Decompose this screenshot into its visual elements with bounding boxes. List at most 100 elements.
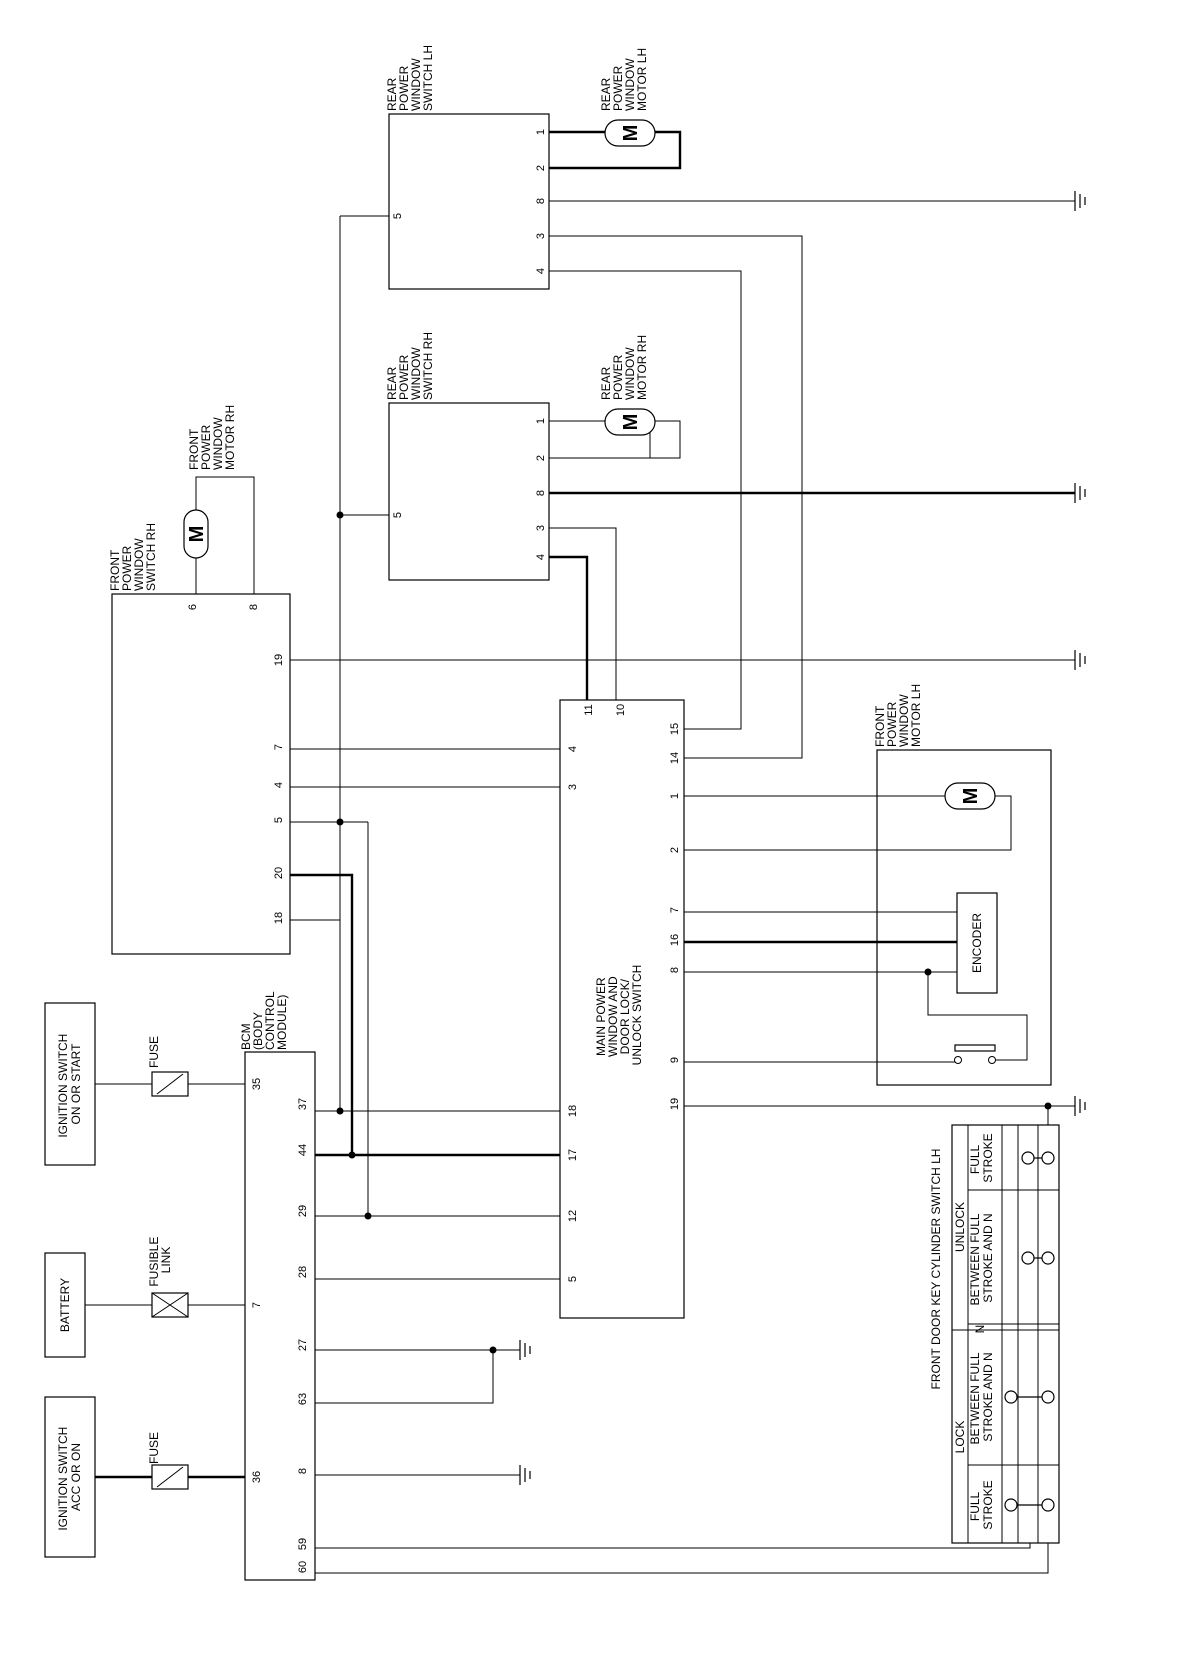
bcm-pin-35: 35 xyxy=(251,1078,263,1090)
ms-pin-2: 2 xyxy=(669,847,681,853)
unlock-full-stroke-label: FULL STROKE xyxy=(968,1133,995,1182)
rear-switch-rh-label: REAR POWER WINDOW SWITCH RH xyxy=(385,332,435,400)
rear-power-window-switch-lh: REAR POWER WINDOW SWITCH LH 5 1 2 8 3 4 xyxy=(385,45,550,290)
battery-box: BATTERY xyxy=(44,1252,86,1358)
key-cylinder-switch-table: FRONT DOOR KEY CYLINDER SWITCH LH LOCK U… xyxy=(929,1124,1060,1544)
ground-icon xyxy=(1074,650,1086,670)
fuse-acc-on-label: FUSE xyxy=(147,1432,161,1464)
bcm-pin-60: 60 xyxy=(297,1561,309,1573)
front-motor-lh-label: FRONT POWER WINDOW MOTOR LH xyxy=(873,684,923,747)
frs-pin-19: 19 xyxy=(273,654,285,666)
frs-pin-18: 18 xyxy=(273,912,285,924)
main-switch-label: MAIN POWER WINDOW AND DOOR LOCK/ UNLOCK … xyxy=(594,965,644,1066)
rlh-pin-5: 5 xyxy=(392,213,404,219)
bcm-pin-8: 8 xyxy=(297,1468,309,1474)
motor-lh-front-symbol: M xyxy=(960,788,982,805)
bcm-pin-29: 29 xyxy=(297,1205,309,1217)
motor-rh-front-symbol: M xyxy=(186,526,208,543)
fuse-on-start-label: FUSE xyxy=(147,1036,161,1068)
key-n-header: N xyxy=(973,1325,987,1334)
ms-pin-16: 16 xyxy=(669,934,681,946)
key-lock-header: LOCK xyxy=(953,1421,967,1454)
rrh-pin-2: 2 xyxy=(535,455,547,461)
ms-pin-1: 1 xyxy=(669,793,681,799)
front-power-window-switch-rh: FRONT POWER WINDOW SWITCH RH 6 8 19 7 4 … xyxy=(108,523,291,955)
frs-pin-6: 6 xyxy=(187,604,199,610)
fuse-on-start: FUSE xyxy=(95,1036,245,1097)
ignition-acc-on-label: IGNITION SWITCH ACC OR ON xyxy=(56,1423,83,1530)
bcm-pin-44: 44 xyxy=(297,1144,309,1156)
lock-full-stroke-label: FULL STROKE xyxy=(968,1480,995,1529)
fusible-link: FUSIBLE LINK xyxy=(85,1233,245,1318)
ms-pin-3: 3 xyxy=(567,784,579,790)
ground-symbols xyxy=(519,191,1086,1485)
unlock-between-label: BETWEEN FULL STROKE AND N xyxy=(968,1211,995,1306)
ignition-switch-on-start-box: IGNITION SWITCH ON OR START xyxy=(44,1002,96,1166)
motor-rh-rear-symbol: M xyxy=(620,414,642,431)
rlh-pin-4: 4 xyxy=(535,268,547,274)
frs-pin-4: 4 xyxy=(273,782,285,788)
battery-label: BATTERY xyxy=(58,1278,72,1332)
ms-pin-11: 11 xyxy=(583,704,595,715)
motor-lh-rear-symbol: M xyxy=(620,125,642,142)
ms-pin-9: 9 xyxy=(669,1057,681,1063)
ms-pin-17: 17 xyxy=(567,1149,579,1161)
ms-pin-7: 7 xyxy=(669,907,681,913)
lock-between-label: BETWEEN FULL STROKE AND N xyxy=(968,1350,995,1445)
ground-icon xyxy=(1074,1096,1086,1116)
ms-pin-4: 4 xyxy=(567,746,579,752)
rear-power-window-motor-rh: M REAR POWER WINDOW MOTOR RH xyxy=(549,335,681,459)
bcm-pin-37: 37 xyxy=(297,1098,309,1110)
ms-pin-14: 14 xyxy=(669,752,681,764)
key-unlock-header: UNLOCK xyxy=(953,1202,967,1252)
fusible-link-label: FUSIBLE LINK xyxy=(147,1233,173,1286)
bcm-module: BCM (BODY CONTROL MODULE) 35 7 36 37 44 … xyxy=(239,988,316,1581)
rlh-pin-3: 3 xyxy=(535,233,547,239)
ground-icon xyxy=(519,1465,531,1485)
ms-pin-12: 12 xyxy=(567,1210,579,1222)
rear-power-window-switch-rh: REAR POWER WINDOW SWITCH RH 5 1 2 8 3 4 xyxy=(385,332,550,581)
front-switch-rh-label: FRONT POWER WINDOW SWITCH RH xyxy=(108,523,158,591)
main-power-window-switch: MAIN POWER WINDOW AND DOOR LOCK/ UNLOCK … xyxy=(559,699,685,1319)
ground-icon xyxy=(519,1340,531,1360)
encoder-label: ENCODER xyxy=(970,913,984,973)
rear-motor-rh-label: REAR POWER WINDOW MOTOR RH xyxy=(599,335,649,400)
frs-pin-20: 20 xyxy=(273,867,285,879)
bcm-label: BCM (BODY CONTROL MODULE) xyxy=(239,988,289,1050)
bcm-pin-59: 59 xyxy=(297,1538,309,1550)
bcm-pin-63: 63 xyxy=(297,1393,309,1405)
front-motor-rh-label: FRONT POWER WINDOW MOTOR RH xyxy=(187,405,237,470)
ms-pin-5: 5 xyxy=(567,1276,579,1282)
bcm-pin-7: 7 xyxy=(251,1302,263,1308)
front-power-window-motor-rh: M FRONT POWER WINDOW MOTOR RH xyxy=(183,405,255,594)
bcm-pin-28: 28 xyxy=(297,1266,309,1278)
fuse-acc-on: FUSE xyxy=(95,1432,245,1490)
rlh-pin-8: 8 xyxy=(535,198,547,204)
front-power-window-motor-lh: FRONT POWER WINDOW MOTOR LH M ENCODER xyxy=(873,684,1052,1086)
ms-pin-19: 19 xyxy=(669,1098,681,1110)
rlh-pin-2: 2 xyxy=(535,165,547,171)
frs-pin-8: 8 xyxy=(248,604,260,610)
frs-pin-7: 7 xyxy=(273,744,285,750)
ms-pin-10: 10 xyxy=(615,704,627,716)
ms-pin-18: 18 xyxy=(567,1105,579,1117)
ms-pin-8: 8 xyxy=(669,967,681,973)
rlh-pin-1: 1 xyxy=(535,129,547,135)
rear-motor-lh-label: REAR POWER WINDOW MOTOR LH xyxy=(599,48,649,111)
ignition-on-start-label: IGNITION SWITCH ON OR START xyxy=(56,1030,83,1137)
key-cylinder-title: FRONT DOOR KEY CYLINDER SWITCH LH xyxy=(929,1149,943,1390)
frs-pin-5: 5 xyxy=(273,817,285,823)
bcm-pin-27: 27 xyxy=(297,1339,309,1351)
wires xyxy=(290,200,1075,1574)
rear-switch-lh-label: REAR POWER WINDOW SWITCH LH xyxy=(385,45,435,111)
ms-pin-15: 15 xyxy=(669,723,681,735)
rrh-pin-4: 4 xyxy=(535,554,547,560)
bcm-pin-36: 36 xyxy=(251,1471,263,1483)
rrh-pin-5: 5 xyxy=(392,512,404,518)
rrh-pin-8: 8 xyxy=(535,490,547,496)
ground-icon xyxy=(1074,191,1086,211)
rrh-pin-3: 3 xyxy=(535,525,547,531)
ignition-switch-acc-on-box: IGNITION SWITCH ACC OR ON xyxy=(44,1396,96,1558)
rear-power-window-motor-lh: M REAR POWER WINDOW MOTOR LH xyxy=(549,48,682,170)
